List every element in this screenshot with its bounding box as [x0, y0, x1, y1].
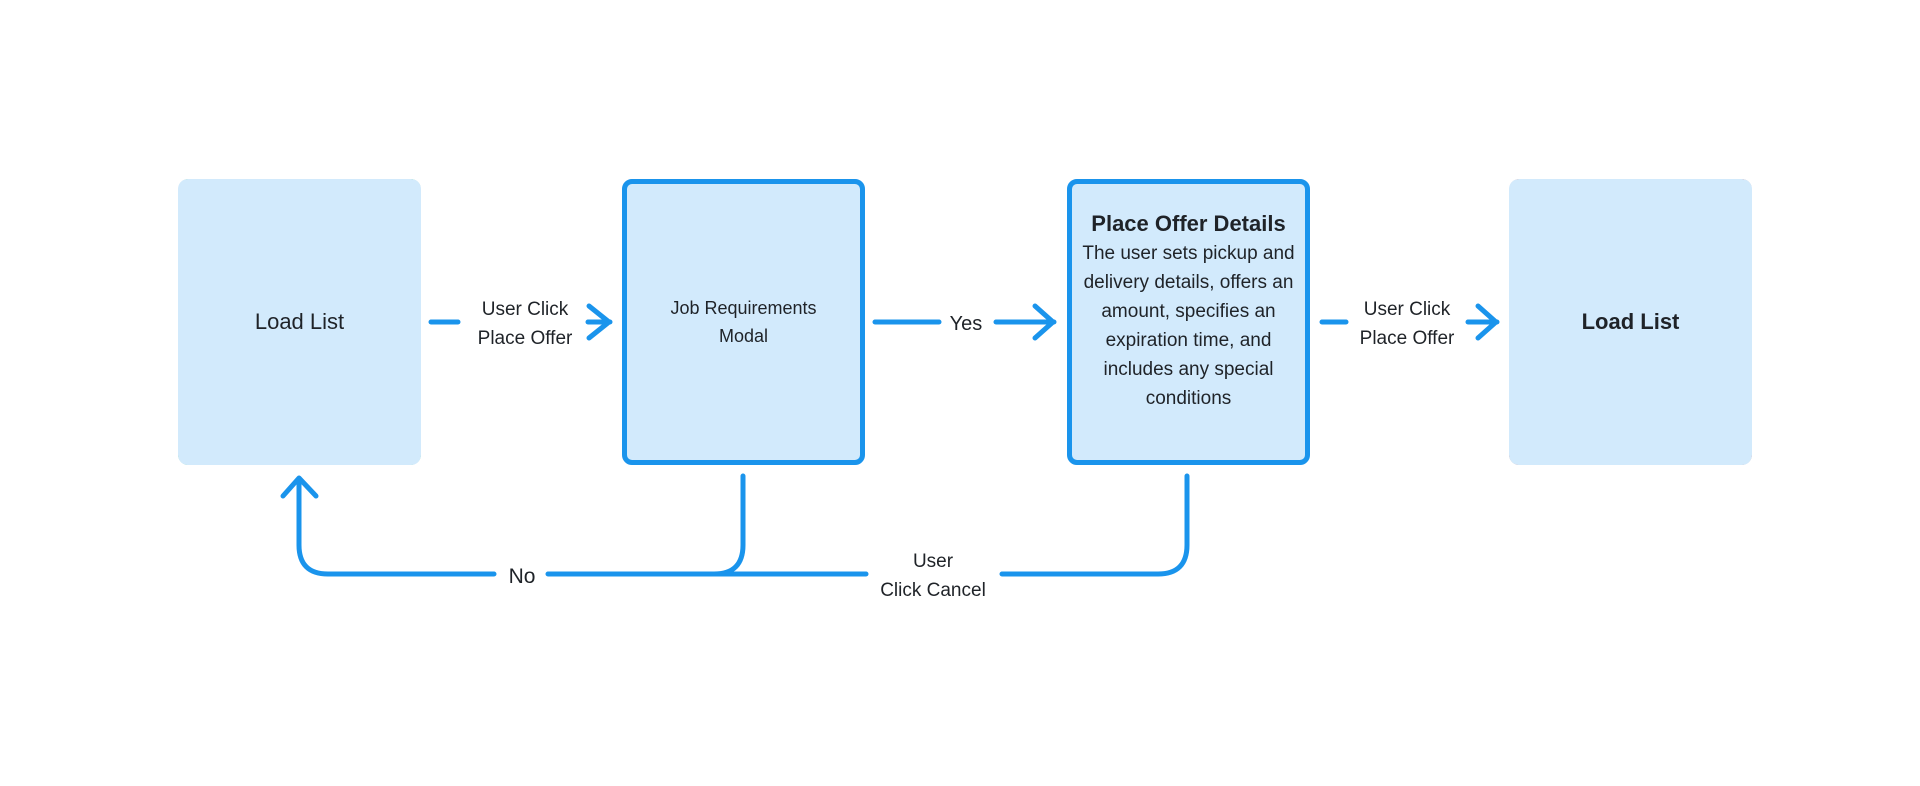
- edge-label-cancel-line1: User: [912, 551, 954, 572]
- node-place-offer-title: Place Offer Details: [1091, 211, 1286, 236]
- node-place-offer-description: The user sets pickup and delivery detail…: [1082, 243, 1295, 409]
- edge-job-to-start-path-b: [296, 479, 497, 577]
- edge-label-cancel-line2: Click Cancel: [880, 580, 986, 601]
- edge-job-to-offer-arrowhead: [1032, 303, 1056, 341]
- edge-label-user-click-cancel: User Click Cancel: [873, 547, 993, 605]
- node-job-requirements-label: Job Requirements Modal: [659, 294, 829, 350]
- edge-start-to-job-arrowhead: [586, 303, 612, 341]
- edge-label-start-to-job-line2: Place Offer: [477, 328, 573, 349]
- node-load-list-end-label: Load List: [1581, 309, 1680, 334]
- node-load-list-end: Load List: [1509, 179, 1752, 465]
- node-place-offer-details: Place Offer Details The user sets pickup…: [1067, 179, 1310, 465]
- edge-label-offer-to-end: User Click Place Offer: [1352, 295, 1462, 353]
- node-load-list-start: Load List: [178, 179, 421, 465]
- edge-label-offer-to-end-line1: User Click: [1363, 299, 1451, 320]
- edge-offer-cancel-path-a: [999, 473, 1190, 577]
- edge-label-start-to-job-line1: User Click: [481, 299, 569, 320]
- edge-label-yes: Yes: [949, 313, 983, 335]
- edge-label-offer-to-end-line2: Place Offer: [1359, 328, 1455, 349]
- edge-job-to-start-path-a: [545, 473, 746, 577]
- node-job-requirements-line1: Job Requirements: [670, 298, 817, 318]
- node-load-list-start-label: Load List: [254, 309, 345, 334]
- edge-label-start-to-job: User Click Place Offer: [470, 295, 580, 353]
- edge-job-to-start-arrowhead: [280, 475, 319, 499]
- edge-offer-to-end-arrowhead: [1475, 303, 1499, 341]
- node-job-requirements-line2: Modal: [718, 326, 769, 346]
- edge-label-no: No: [508, 565, 536, 588]
- node-job-requirements-modal: Job Requirements Modal: [622, 179, 865, 465]
